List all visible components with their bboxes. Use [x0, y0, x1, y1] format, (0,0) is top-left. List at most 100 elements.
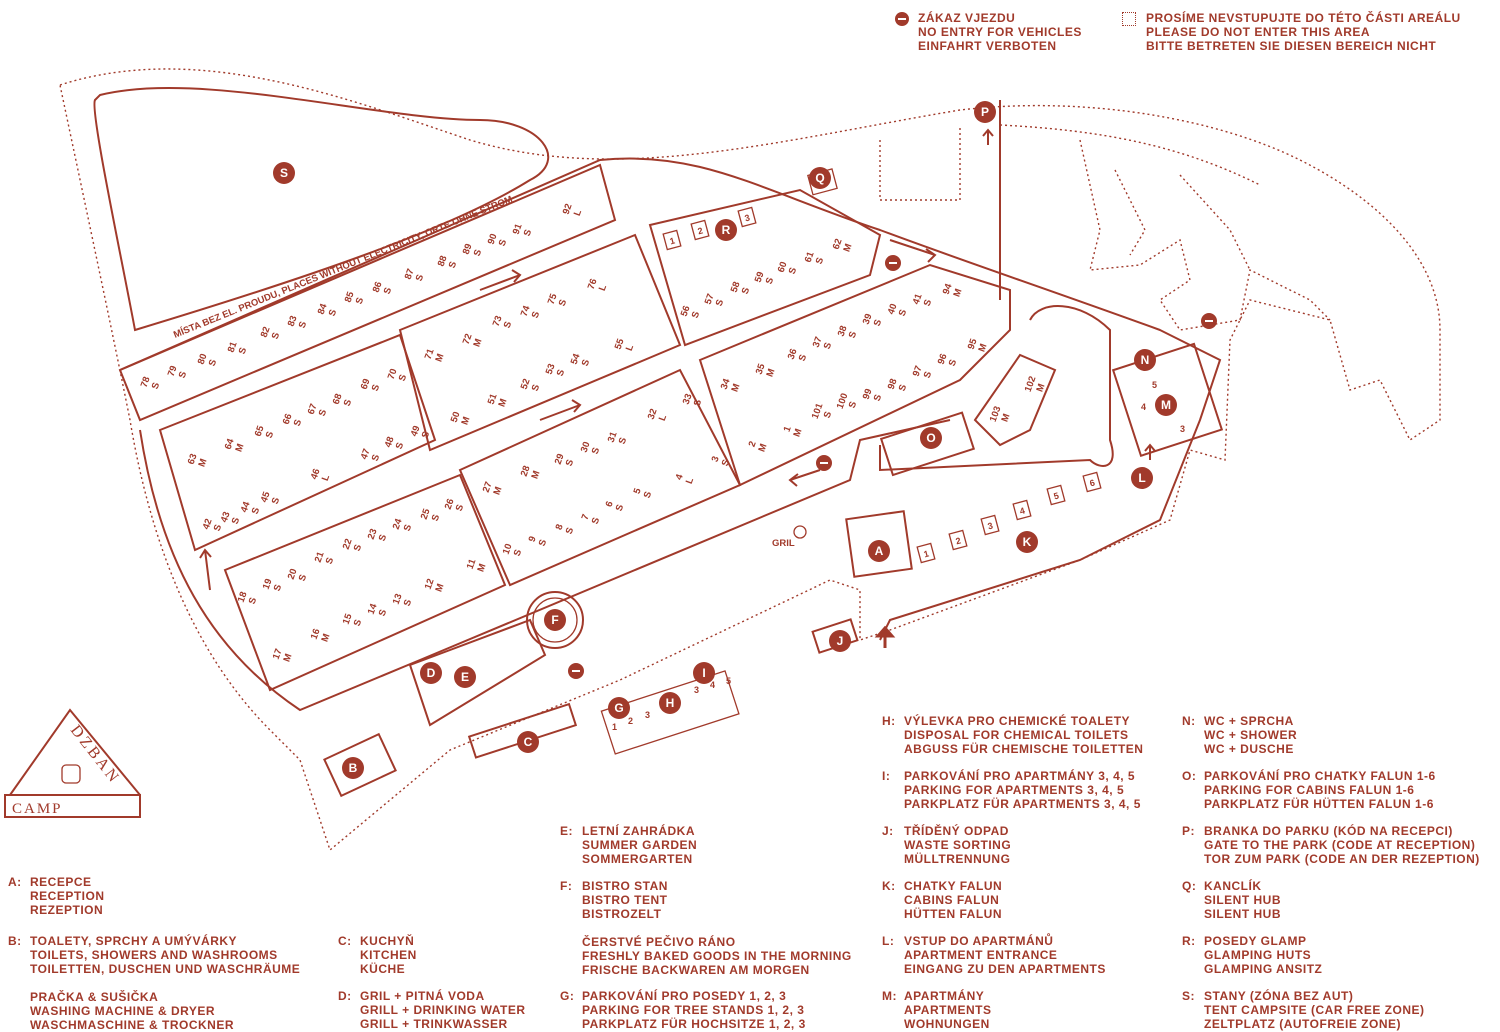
legend-key: K: [882, 879, 896, 893]
svg-text:M: M [196, 457, 209, 468]
pitch-label-54: 54S [569, 352, 593, 368]
pitch-label-97: 97S [911, 364, 935, 379]
svg-text:96: 96 [936, 352, 950, 366]
svg-text:94: 94 [941, 282, 955, 296]
pitch-label-4: 4L [674, 472, 697, 485]
pitch-label-89: 89S [461, 242, 485, 257]
marker-k[interactable]: K [1016, 531, 1038, 553]
pitch-label-66: 66S [281, 412, 305, 428]
svg-text:53: 53 [544, 362, 558, 376]
svg-text:64: 64 [223, 437, 237, 451]
svg-text:M: M [791, 427, 804, 438]
svg-text:S: S [270, 331, 283, 341]
svg-text:29: 29 [553, 452, 567, 466]
svg-text:88: 88 [436, 254, 450, 268]
svg-text:S: S [377, 608, 390, 618]
marker-i[interactable]: I [693, 662, 715, 684]
marker-a[interactable]: A [868, 540, 890, 562]
marker-q[interactable]: Q [809, 167, 831, 189]
cabin-6: 6 [1082, 471, 1102, 493]
svg-text:19: 19 [261, 577, 275, 591]
svg-text:70: 70 [386, 367, 400, 381]
glamping-hut-3: 3 [737, 206, 757, 228]
pitch-label-11: 11M [465, 557, 489, 574]
pitch-label-21: 21S [313, 550, 337, 566]
svg-text:S: S [272, 583, 285, 593]
pitch-label-1: 1M [782, 424, 805, 438]
legend-key: E: [560, 824, 573, 838]
marker-d[interactable]: D [420, 662, 442, 684]
svg-text:31: 31 [606, 430, 620, 444]
svg-text:S: S [692, 398, 705, 408]
svg-text:M: M [433, 352, 446, 363]
svg-text:S: S [352, 618, 365, 628]
marker-e[interactable]: E [454, 666, 476, 688]
marker-n[interactable]: N [1134, 349, 1156, 371]
pitch-block-r [648, 188, 882, 347]
logo-word-camp: CAMP [12, 801, 63, 817]
marker-c[interactable]: C [517, 731, 539, 753]
svg-text:C: C [524, 735, 533, 749]
svg-text:L: L [572, 208, 584, 217]
svg-text:81: 81 [226, 340, 240, 354]
svg-text:84: 84 [316, 302, 330, 316]
svg-text:S: S [922, 298, 935, 308]
svg-text:S: S [377, 533, 390, 543]
svg-text:1: 1 [669, 235, 676, 246]
svg-text:78: 78 [139, 375, 153, 389]
svg-text:49: 49 [409, 424, 423, 438]
svg-text:S: S [292, 418, 305, 428]
pitch-label-26: 26S [443, 497, 467, 512]
pitch-label-64: 64M [223, 437, 247, 454]
svg-text:M: M [459, 415, 472, 426]
parking-i-4: 4 [710, 680, 715, 690]
svg-text:S: S [280, 166, 288, 180]
svg-text:S: S [264, 430, 277, 440]
marker-h[interactable]: H [659, 692, 681, 714]
svg-text:M: M [281, 652, 294, 663]
pitch-label-55: 55L [613, 337, 637, 353]
marker-r[interactable]: R [715, 219, 737, 241]
svg-text:39: 39 [861, 312, 875, 326]
svg-text:S: S [247, 596, 260, 606]
pitch-label-17: 17M [271, 647, 295, 663]
cabin-1: 1 [916, 542, 936, 564]
marker-o[interactable]: O [920, 427, 942, 449]
marker-j[interactable]: J [829, 630, 851, 652]
pitch-label-72: 72M [461, 332, 485, 348]
svg-text:72: 72 [461, 332, 475, 346]
pitch-label-81: 81S [226, 340, 250, 356]
marker-p[interactable]: P [974, 101, 996, 123]
svg-text:S: S [872, 318, 885, 328]
svg-text:M: M [475, 562, 488, 573]
marker-m[interactable]: M [1155, 394, 1177, 416]
legend-key: O: [1182, 769, 1197, 783]
svg-text:S: S [402, 523, 415, 533]
svg-text:F: F [551, 613, 558, 627]
marker-s[interactable]: S [273, 162, 295, 184]
pitch-label-34: 34M [719, 377, 743, 394]
svg-text:40: 40 [886, 302, 900, 316]
pitch-label-99: 99S [861, 387, 885, 402]
pitch-label-78: 78S [139, 375, 163, 390]
cabin-4: 4 [1012, 499, 1032, 521]
svg-text:S: S [614, 503, 627, 513]
svg-text:S: S [317, 408, 330, 418]
svg-text:1: 1 [923, 548, 930, 559]
pitch-label-33: 33S [681, 392, 705, 408]
svg-text:71: 71 [423, 347, 437, 361]
marker-l[interactable]: L [1131, 467, 1153, 489]
marker-f[interactable]: F [544, 609, 566, 631]
pitch-label-31: 31S [606, 430, 630, 446]
pitch-label-85: 85S [343, 290, 367, 306]
svg-text:37: 37 [811, 335, 825, 349]
pitch-label-51: 51M [486, 392, 510, 409]
marker-g[interactable]: G [608, 697, 630, 719]
marker-b[interactable]: B [342, 757, 364, 779]
